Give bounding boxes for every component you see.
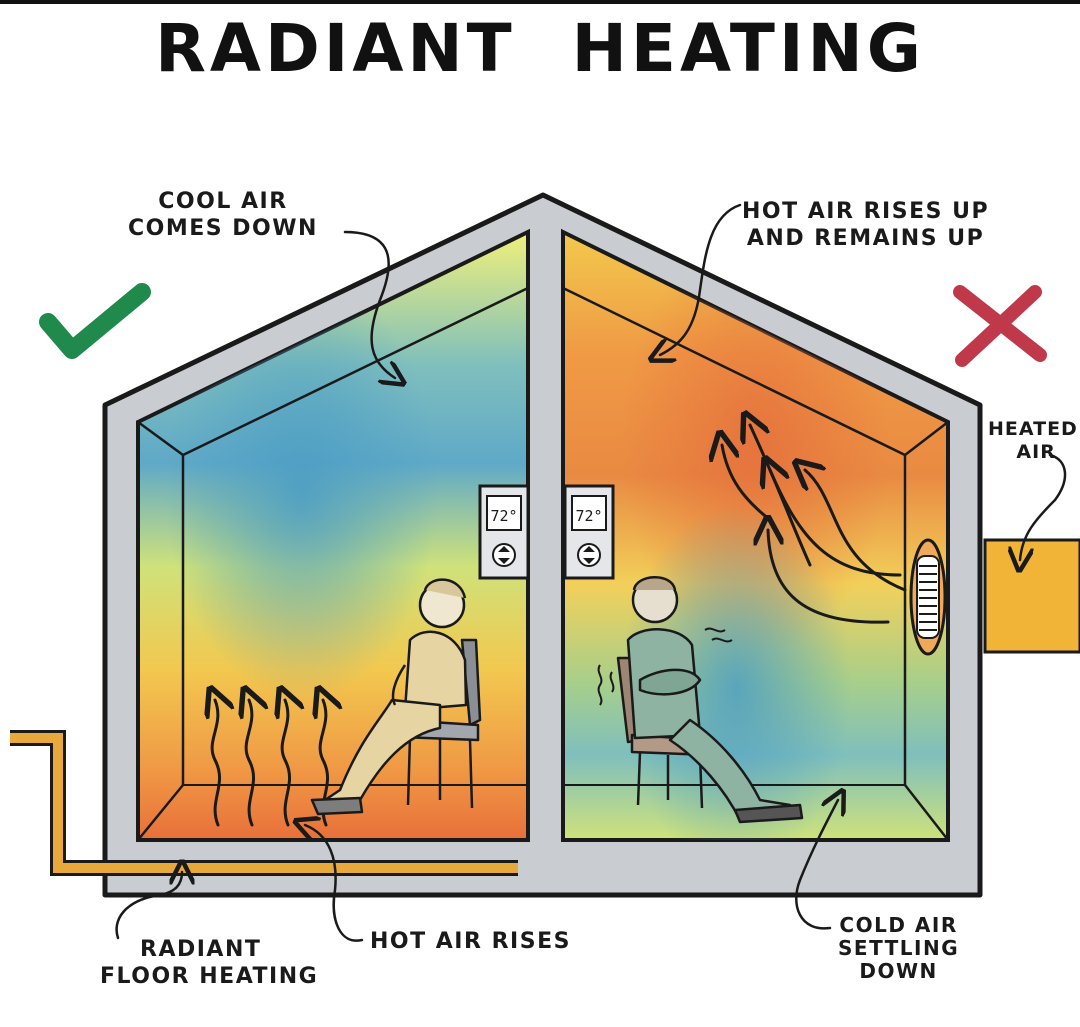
callout-arrows <box>115 203 1067 942</box>
label-radiant-floor-line1: RADIANT <box>140 937 262 962</box>
label-heated-air-line1: HEATED <box>988 418 1078 440</box>
label-radiant-floor-heating: RADIANT FLOOR HEATING <box>100 936 318 990</box>
right-thermostat: 72° <box>563 484 615 580</box>
label-cool-air-line2: COMES DOWN <box>128 216 318 241</box>
right-thermostat-reading: 72° <box>575 507 602 525</box>
floor-heating-pipe <box>10 730 518 876</box>
label-cold-air-line3: DOWN <box>859 959 938 983</box>
vent-air-arrows <box>722 425 907 624</box>
left-thermostat-reading: 72° <box>490 507 517 525</box>
left-thermostat: 72° <box>478 484 530 580</box>
heated-air-duct <box>983 538 1080 654</box>
title-word-heating: HEATING <box>571 10 925 87</box>
label-hot-air-rises-up: HOT AIR RISES UP AND REMAINS UP <box>742 198 989 252</box>
label-hot-air-rises-up-line2: AND REMAINS UP <box>746 226 985 251</box>
warm-person-illustration <box>310 578 482 816</box>
label-heated-air-line2: AIR <box>1016 441 1056 463</box>
cold-person-illustration <box>597 576 804 824</box>
air-vent <box>909 538 947 656</box>
label-cool-air: COOL AIR COMES DOWN <box>128 188 318 242</box>
label-hot-air-rises: HOT AIR RISES <box>370 929 571 954</box>
floor-heat-arrows <box>212 700 327 827</box>
check-icon <box>39 283 151 359</box>
left-thermostat-adjust-icon <box>492 543 516 567</box>
label-hot-air-rises-up-line1: HOT AIR RISES UP <box>742 199 990 224</box>
label-cold-air-settling: COLD AIR SETTLING DOWN <box>838 914 959 983</box>
label-radiant-floor-line2: FLOOR HEATING <box>100 964 319 989</box>
label-cold-air-line1: COLD AIR <box>839 913 958 937</box>
right-thermostat-adjust-icon <box>577 543 601 567</box>
page-title: RADIANT HEATING <box>0 10 1080 87</box>
title-word-radiant: RADIANT <box>155 10 516 87</box>
cross-icon <box>953 285 1047 367</box>
label-cool-air-line1: COOL AIR <box>158 189 288 214</box>
label-heated-air: HEATED AIR <box>988 418 1078 464</box>
label-cold-air-line2: SETTLING <box>838 936 960 960</box>
